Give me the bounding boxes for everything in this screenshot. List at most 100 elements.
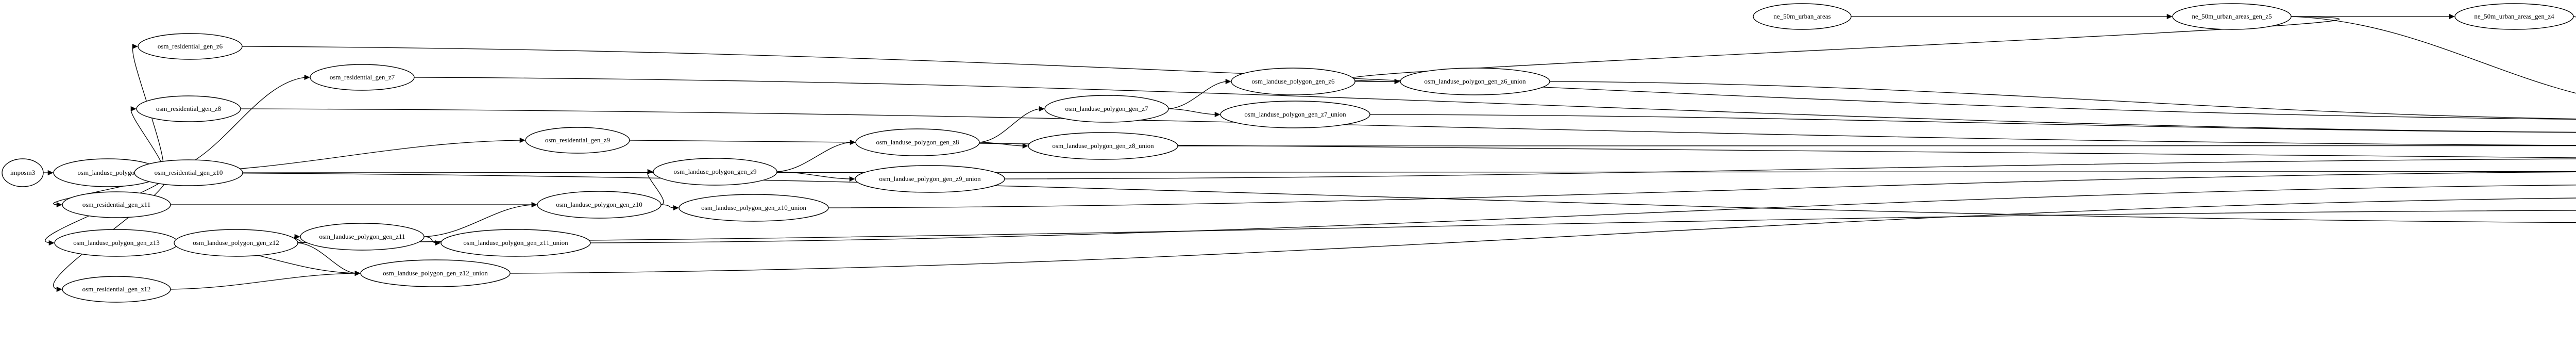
graph-node-osm_landuse_polygon_gen_z12_union[interactable]: osm_landuse_polygon_gen_z12_union (360, 259, 511, 287)
node-ellipse (1044, 95, 1169, 123)
graph-node-osm_landuse_polygon_gen_z13[interactable]: osm_landuse_polygon_gen_z13 (54, 229, 179, 257)
node-label: osm_landuse_polygon_gen_z6_union (1424, 77, 1526, 85)
edge-arrowhead (47, 170, 54, 176)
graph-edge (660, 204, 675, 208)
graph-edge (590, 185, 2576, 243)
edge-arrowhead (294, 234, 300, 240)
node-label: osm_residential_gen_z8 (156, 105, 221, 112)
node-ellipse (62, 191, 171, 218)
graph-node-osm_landuse_polygon_gen_z6[interactable]: osm_landuse_polygon_gen_z6 (1231, 68, 1355, 95)
edge-arrowhead (849, 176, 855, 182)
node-label: osm_landuse_polygon_gen_z9 (673, 168, 756, 175)
graph-edge (170, 273, 357, 290)
edge-arrowhead (519, 137, 526, 143)
graph-node-osm_residential_gen_z9[interactable]: osm_residential_gen_z9 (525, 127, 630, 154)
graph-edge (979, 108, 1041, 143)
node-ellipse (62, 276, 171, 303)
graph-edge (1004, 158, 2576, 179)
graph-node-osm_residential_gen_z8[interactable]: osm_residential_gen_z8 (136, 95, 241, 122)
node-label: imposm3 (10, 169, 35, 176)
graph-node-osm_residential_gen_z11[interactable]: osm_residential_gen_z11 (62, 191, 171, 218)
edges-layer (43, 13, 2576, 292)
graph-node-osm_landuse_polygon_gen_z8[interactable]: osm_landuse_polygon_gen_z8 (855, 128, 980, 156)
node-ellipse (310, 64, 415, 91)
graph-node-osm_landuse_polygon_gen_z8_union[interactable]: osm_landuse_polygon_gen_z8_union (1028, 132, 1178, 160)
edge-arrowhead (531, 202, 537, 208)
node-ellipse (653, 158, 777, 186)
edge-arrowhead (673, 205, 679, 211)
graph-node-osm_landuse_polygon_gen_z10_union[interactable]: osm_landuse_polygon_gen_z10_union (679, 194, 829, 222)
node-label: osm_landuse_polygon_gen_z10_union (701, 204, 806, 211)
node-ellipse (855, 165, 1005, 193)
graph-node-osm_residential_gen_z12[interactable]: osm_residential_gen_z12 (62, 276, 171, 303)
graph-edge (1348, 16, 2340, 82)
node-label: ne_50m_urban_areas (1773, 12, 1831, 20)
edge-arrowhead (1022, 143, 1028, 149)
edge-arrowhead (48, 240, 55, 246)
graph-node-osm_landuse_polygon_gen_z7_union[interactable]: osm_landuse_polygon_gen_z7_union (1220, 101, 1370, 128)
graph-edge (423, 204, 533, 237)
node-label: osm_landuse_polygon_gen_z12 (193, 239, 279, 246)
graph-node-osm_landuse_polygon_gen_z6_union[interactable]: osm_landuse_polygon_gen_z6_union (1400, 68, 1550, 95)
node-label: osm_landuse_polygon_gen_z10 (556, 201, 642, 208)
node-label: osm_landuse_polygon_gen_z11 (319, 233, 405, 240)
edge-arrowhead (647, 169, 653, 175)
graph-edge (776, 171, 851, 179)
graph-node-ne_50m_urban_areas_gen_z5[interactable]: ne_50m_urban_areas_gen_z5 (2172, 3, 2292, 30)
graph-node-osm_landuse_polygon_gen_z9[interactable]: osm_landuse_polygon_gen_z9 (653, 158, 777, 186)
graph-node-osm_landuse_polygon_gen_z11_union[interactable]: osm_landuse_polygon_gen_z11_union (440, 229, 591, 257)
node-ellipse (2172, 3, 2292, 30)
graph-edge (979, 142, 1024, 146)
graph-node-ne_50m_urban_areas_gen_z4[interactable]: ne_50m_urban_areas_gen_z4 (2454, 3, 2574, 30)
node-label: osm_residential_gen_z9 (545, 136, 610, 144)
edge-arrowhead (1394, 78, 1400, 85)
graph-node-osm_landuse_polygon[interactable]: osm_landuse_polygon (53, 158, 162, 187)
graph-node-osm_landuse_polygon_gen_z9_union[interactable]: osm_landuse_polygon_gen_z9_union (855, 165, 1005, 193)
edge-arrowhead (435, 240, 441, 246)
graph-edge (242, 171, 2576, 173)
node-label: ne_50m_urban_areas_gen_z4 (2474, 12, 2554, 20)
graph-node-imposm3[interactable]: imposm3 (2, 158, 44, 187)
edge-arrowhead (130, 106, 137, 112)
graph-edge (776, 142, 852, 172)
graph-node-osm_residential_gen_z10[interactable]: osm_residential_gen_z10 (134, 159, 243, 186)
edge-arrowhead (2166, 13, 2173, 20)
graph-edge (1168, 108, 1216, 115)
node-ellipse (134, 159, 243, 186)
node-label: osm_landuse_polygon_gen_z7_union (1244, 110, 1346, 118)
graph-edge (1168, 81, 1227, 109)
node-label: osm_landuse_polygon_gen_z13 (73, 239, 160, 246)
node-ellipse (1220, 101, 1370, 128)
node-ellipse (679, 194, 829, 222)
node-ellipse (1753, 3, 1852, 30)
node-label: osm_landuse_polygon_gen_z8 (876, 138, 959, 146)
edge-arrowhead (1039, 106, 1045, 112)
graph-edge (161, 77, 306, 173)
node-label: osm_landuse_polygon_gen_z7 (1065, 105, 1148, 112)
graph-node-osm_landuse_polygon_gen_z11[interactable]: osm_landuse_polygon_gen_z11 (300, 223, 425, 251)
node-ellipse (537, 191, 662, 219)
node-label: osm_landuse_polygon_gen_z9_union (879, 175, 981, 183)
graph-node-osm_landuse_polygon_gen_z7[interactable]: osm_landuse_polygon_gen_z7 (1044, 95, 1169, 123)
graph-edge (240, 108, 2576, 146)
graph-node-osm_landuse_polygon_gen_z12[interactable]: osm_landuse_polygon_gen_z12 (174, 229, 298, 257)
node-label: osm_landuse_polygon_gen_z6 (1251, 77, 1335, 85)
edge-arrowhead (304, 74, 310, 80)
node-ellipse (138, 33, 243, 60)
graph-edge (161, 172, 2576, 223)
node-label: osm_residential_gen_z6 (158, 42, 223, 50)
node-ellipse (136, 95, 241, 122)
graph-node-osm_residential_gen_z6[interactable]: osm_residential_gen_z6 (138, 33, 243, 60)
node-ellipse (1231, 68, 1355, 95)
node-label: osm_residential_gen_z12 (82, 285, 151, 293)
node-ellipse (2454, 3, 2574, 30)
node-label: osm_landuse_polygon_gen_z11_union (463, 239, 568, 246)
node-label: ne_50m_urban_areas_gen_z5 (2192, 12, 2272, 20)
node-label: osm_residential_gen_z10 (155, 169, 223, 176)
node-label: osm_landuse_polygon_gen_z8_union (1052, 142, 1154, 150)
graph-node-ne_50m_urban_areas[interactable]: ne_50m_urban_areas (1753, 3, 1852, 30)
graph-node-osm_residential_gen_z7[interactable]: osm_residential_gen_z7 (310, 64, 415, 91)
graph-node-osm_landuse_polygon_gen_z10[interactable]: osm_landuse_polygon_gen_z10 (537, 191, 662, 219)
